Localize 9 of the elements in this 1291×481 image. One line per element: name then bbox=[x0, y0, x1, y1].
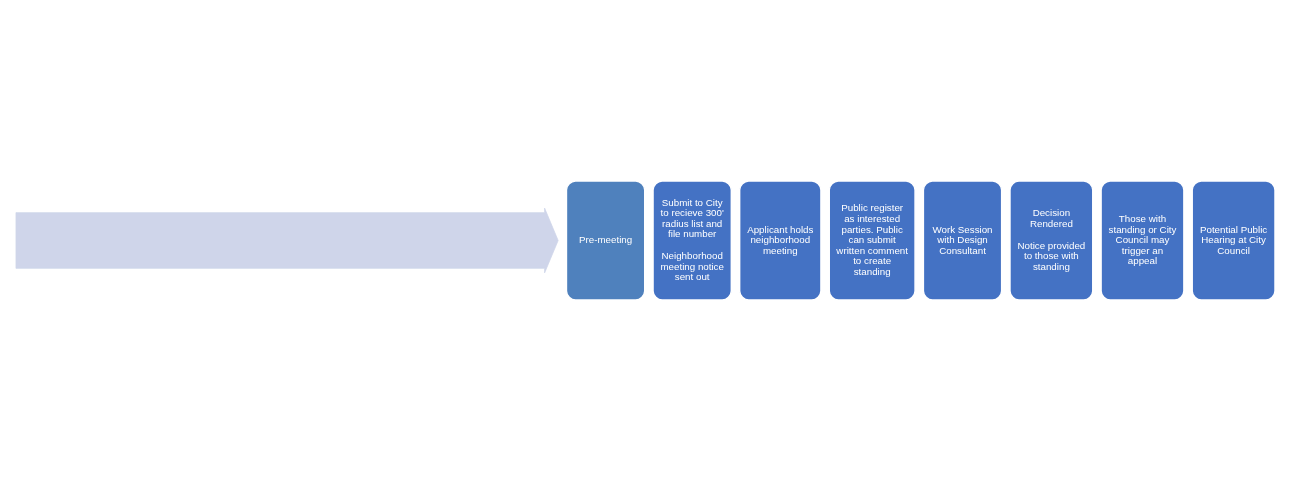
node-box: Work Session with Design Consultant bbox=[922, 180, 1003, 301]
node-box: Decision Rendered Notice provided to those with standing bbox=[1009, 180, 1094, 301]
node-arrow bbox=[15, 207, 559, 274]
node-box: Applicant holds neighborhood meeting bbox=[738, 180, 822, 301]
node-box: Those with standing or City Council may trigger an appeal bbox=[1100, 180, 1185, 301]
node-box: Public register as interested parties. Public can submit written comment to create standing bbox=[828, 180, 916, 301]
node-box: Potential Public Hearing at City Council bbox=[1191, 180, 1276, 301]
node-box: Submit to City to recieve 300' radius list and file number Neighborhood meeting notice sent out bbox=[652, 180, 733, 301]
node-box: Pre-meeting bbox=[565, 180, 646, 301]
